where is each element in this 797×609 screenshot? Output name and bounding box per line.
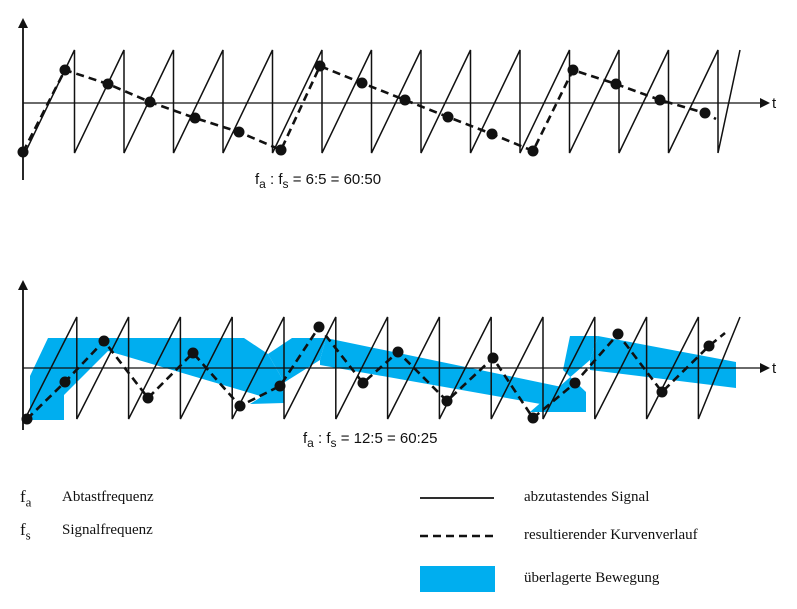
sample-point — [314, 60, 326, 72]
sample-point — [234, 400, 246, 412]
bottom-eq-rest: = 12:5 = 60:25 — [337, 430, 438, 447]
bottom-signal-sawtooth — [24, 316, 741, 420]
top-eq-sub-s: s — [283, 177, 289, 191]
bottom-equation: fa : fs = 12:5 = 60:25 — [303, 430, 437, 450]
sample-point — [399, 94, 411, 106]
legend-solid-label: abzutastendes Signal — [524, 489, 650, 505]
result-path — [26, 324, 726, 420]
bottom-t-axis-label: t — [772, 360, 777, 377]
sample-point — [142, 392, 154, 404]
sample-point — [144, 96, 156, 108]
top-result-curve — [17, 60, 717, 158]
sample-point — [274, 380, 286, 392]
sample-point — [357, 377, 369, 389]
sample-point — [703, 340, 715, 352]
sample-point — [654, 94, 666, 106]
sample-point — [17, 146, 29, 158]
diagram-top: t fa : fs = 6:5 = 60:50 — [17, 18, 777, 191]
sample-point — [612, 328, 624, 340]
bottom-eq-sub-a: a — [307, 436, 314, 450]
sample-point — [102, 78, 114, 90]
sample-point — [356, 77, 368, 89]
symbol-fa-label: Abtastfrequenz — [62, 489, 154, 505]
diagram-bottom: t fa : fs = 12:5 = 60:25 — [18, 280, 777, 450]
sample-point — [441, 395, 453, 407]
band-segment — [250, 338, 326, 404]
sample-point — [699, 107, 711, 119]
sample-point — [527, 412, 539, 424]
legend-band-label: überlagerte Bewegung — [524, 570, 660, 586]
sample-point — [487, 352, 499, 364]
sample-point — [98, 335, 110, 347]
sample-point — [567, 64, 579, 76]
sample-point — [187, 347, 199, 359]
result-path — [21, 64, 717, 153]
sample-point — [313, 321, 325, 333]
sample-point — [21, 413, 33, 425]
legend-band-sample — [420, 566, 495, 592]
top-t-axis-label: t — [772, 95, 777, 112]
band-segment — [590, 336, 736, 388]
band-segment — [108, 338, 284, 403]
bottom-result-curve — [21, 321, 726, 425]
symbol-fs-label: Signalfrequenz — [62, 522, 153, 538]
sawtooth-path — [24, 49, 741, 154]
sample-point — [233, 126, 245, 138]
sample-point — [486, 128, 498, 140]
band-segment — [320, 338, 586, 412]
top-equation: fa : fs = 6:5 = 60:50 — [255, 171, 381, 191]
band-segment — [530, 336, 598, 412]
sample-point — [392, 346, 404, 358]
sample-point — [59, 64, 71, 76]
symbol-fa: fa — [20, 487, 32, 510]
sample-point — [442, 111, 454, 123]
sample-point — [569, 377, 581, 389]
top-eq-rest: = 6:5 = 60:50 — [289, 171, 382, 188]
symbol-fs: fs — [20, 520, 31, 543]
top-signal-sawtooth — [24, 49, 741, 154]
sawtooth-path — [24, 316, 741, 420]
sample-point — [656, 386, 668, 398]
sample-point — [59, 376, 71, 388]
bottom-superimposed-band — [30, 336, 736, 420]
sample-point — [610, 78, 622, 90]
top-eq-sub-a: a — [259, 177, 266, 191]
sample-point — [527, 145, 539, 157]
sample-point — [275, 144, 287, 156]
legend-dashed-label: resultierender Kurvenverlauf — [524, 527, 698, 543]
sample-point — [189, 112, 201, 124]
bottom-eq-sub-s: s — [331, 436, 337, 450]
